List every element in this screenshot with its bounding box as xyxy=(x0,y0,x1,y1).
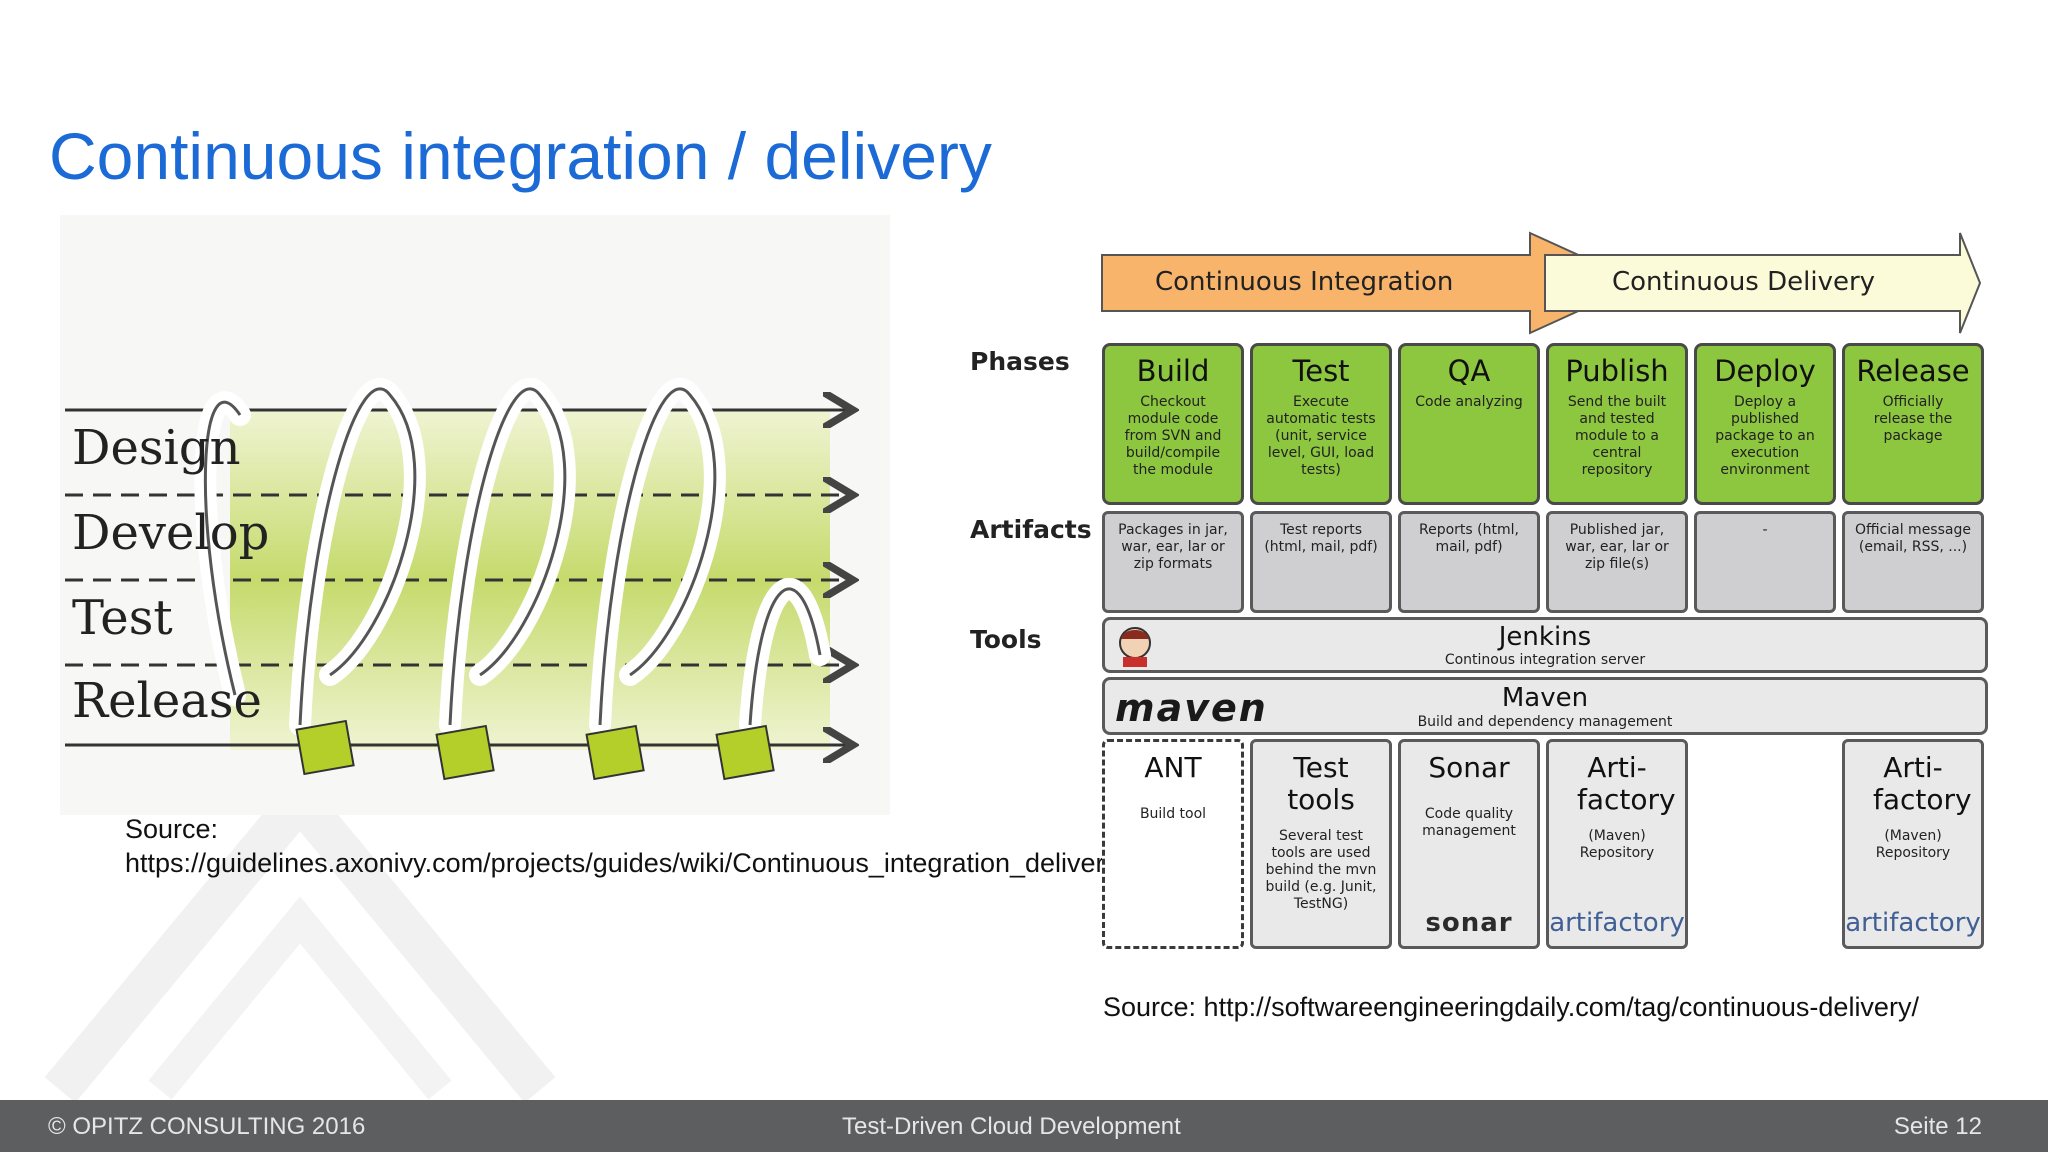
tool-desc: Several test tools are used behind the m… xyxy=(1265,828,1377,912)
tool-name: Test tools xyxy=(1287,751,1355,816)
phase-name: QA xyxy=(1447,354,1491,388)
left-diagram: Design Develop Test Release xyxy=(60,215,890,815)
phase-name: Build xyxy=(1136,354,1210,388)
ci-cd-arrows xyxy=(1101,231,1982,335)
tool-desc: Build tool xyxy=(1139,806,1207,822)
maven-logo: maven xyxy=(1115,686,1268,730)
phase-desc: Code analyzing xyxy=(1415,394,1523,410)
footer-copyright: © OPITZ CONSULTING 2016 xyxy=(48,1113,366,1140)
source-left: Source: https://guidelines.axonivy.com/p… xyxy=(125,814,1119,878)
source-right: Source: http://softwareengineeringdaily.… xyxy=(1103,992,1919,1022)
footer-bar: © OPITZ CONSULTING 2016 Test-Driven Clou… xyxy=(0,1100,2048,1152)
tool-desc: (Maven) Repository xyxy=(1875,828,1951,861)
tool-desc: Code quality management xyxy=(1422,806,1516,839)
tool-name: Arti- factory xyxy=(1577,751,1676,816)
cd-arrow-label: Continuous Delivery xyxy=(1612,267,1876,297)
artifact-publish: Published jar, war, ear, lar or zip file… xyxy=(1546,511,1688,613)
phase-desc: Checkout module code from SVN and build/… xyxy=(1124,394,1222,478)
tool-sonar: Sonar Code quality management sonar xyxy=(1398,739,1540,949)
row-label-tools: Tools xyxy=(970,625,1042,654)
artifact-release: Official message (email, RSS, ...) xyxy=(1842,511,1984,613)
phase-desc: Deploy a published package to an executi… xyxy=(1715,394,1815,478)
footer-page-number: Seite 12 xyxy=(1893,1113,1982,1140)
label-test: Test xyxy=(72,590,173,646)
phase-name: Deploy xyxy=(1714,354,1816,388)
row-label-artifacts: Artifacts xyxy=(970,515,1092,544)
tool-name: Sonar xyxy=(1428,751,1510,784)
artifactory-logo: artifactory xyxy=(1845,908,1981,938)
artifact-build: Packages in jar, war, ear, lar or zip fo… xyxy=(1102,511,1244,613)
tool-desc: (Maven) Repository xyxy=(1579,828,1655,861)
phase-desc: Officially release the package xyxy=(1873,394,1953,444)
agile-loops-drawing xyxy=(65,378,890,781)
artifactory-logo: artifactory xyxy=(1549,908,1685,938)
jenkins-bar: Jenkins Continous integration server xyxy=(1102,617,1988,673)
ci-arrow-label: Continuous Integration xyxy=(1155,267,1454,297)
phase-desc: Send the built and tested module to a ce… xyxy=(1567,394,1667,478)
slide-title: Continuous integration / delivery xyxy=(49,119,992,193)
phase-qa: QA Code analyzing xyxy=(1398,343,1540,505)
artifact-qa: Reports (html, mail, pdf) xyxy=(1398,511,1540,613)
tool-name: Arti- factory xyxy=(1873,751,1972,816)
tool-artifactory-publish: Arti- factory (Maven) Repository artifac… xyxy=(1546,739,1688,949)
jenkins-desc: Continous integration server xyxy=(1444,652,1646,668)
tool-ant: ANT Build tool xyxy=(1102,739,1244,949)
phase-name: Publish xyxy=(1565,354,1669,388)
row-label-phases: Phases xyxy=(970,347,1070,376)
maven-bar: maven Maven Build and dependency managem… xyxy=(1102,677,1988,735)
label-release: Release xyxy=(72,673,262,729)
sonar-logo: sonar xyxy=(1425,908,1513,938)
tool-artifactory-release: Arti- factory (Maven) Repository artifac… xyxy=(1842,739,1984,949)
maven-desc: Build and dependency management xyxy=(1417,714,1673,730)
phase-desc: Execute automatic tests (unit, service l… xyxy=(1266,394,1376,478)
label-develop: Develop xyxy=(72,505,270,561)
artifact-deploy: - xyxy=(1694,511,1836,613)
jenkins-name: Jenkins xyxy=(1498,622,1592,652)
footer-center-title: Test-Driven Cloud Development xyxy=(842,1113,1181,1140)
phase-name: Test xyxy=(1292,354,1350,388)
tool-name: ANT xyxy=(1144,751,1202,784)
tool-test-tools: Test tools Several test tools are used b… xyxy=(1250,739,1392,949)
artifact-test: Test reports (html, mail, pdf) xyxy=(1250,511,1392,613)
label-design: Design xyxy=(72,420,241,476)
phase-name: Release xyxy=(1856,354,1970,388)
maven-name: Maven xyxy=(1501,683,1589,713)
ci-cd-diagram: Continuous Integration Continuous Delive… xyxy=(950,225,2000,960)
jenkins-icon xyxy=(1119,627,1151,667)
